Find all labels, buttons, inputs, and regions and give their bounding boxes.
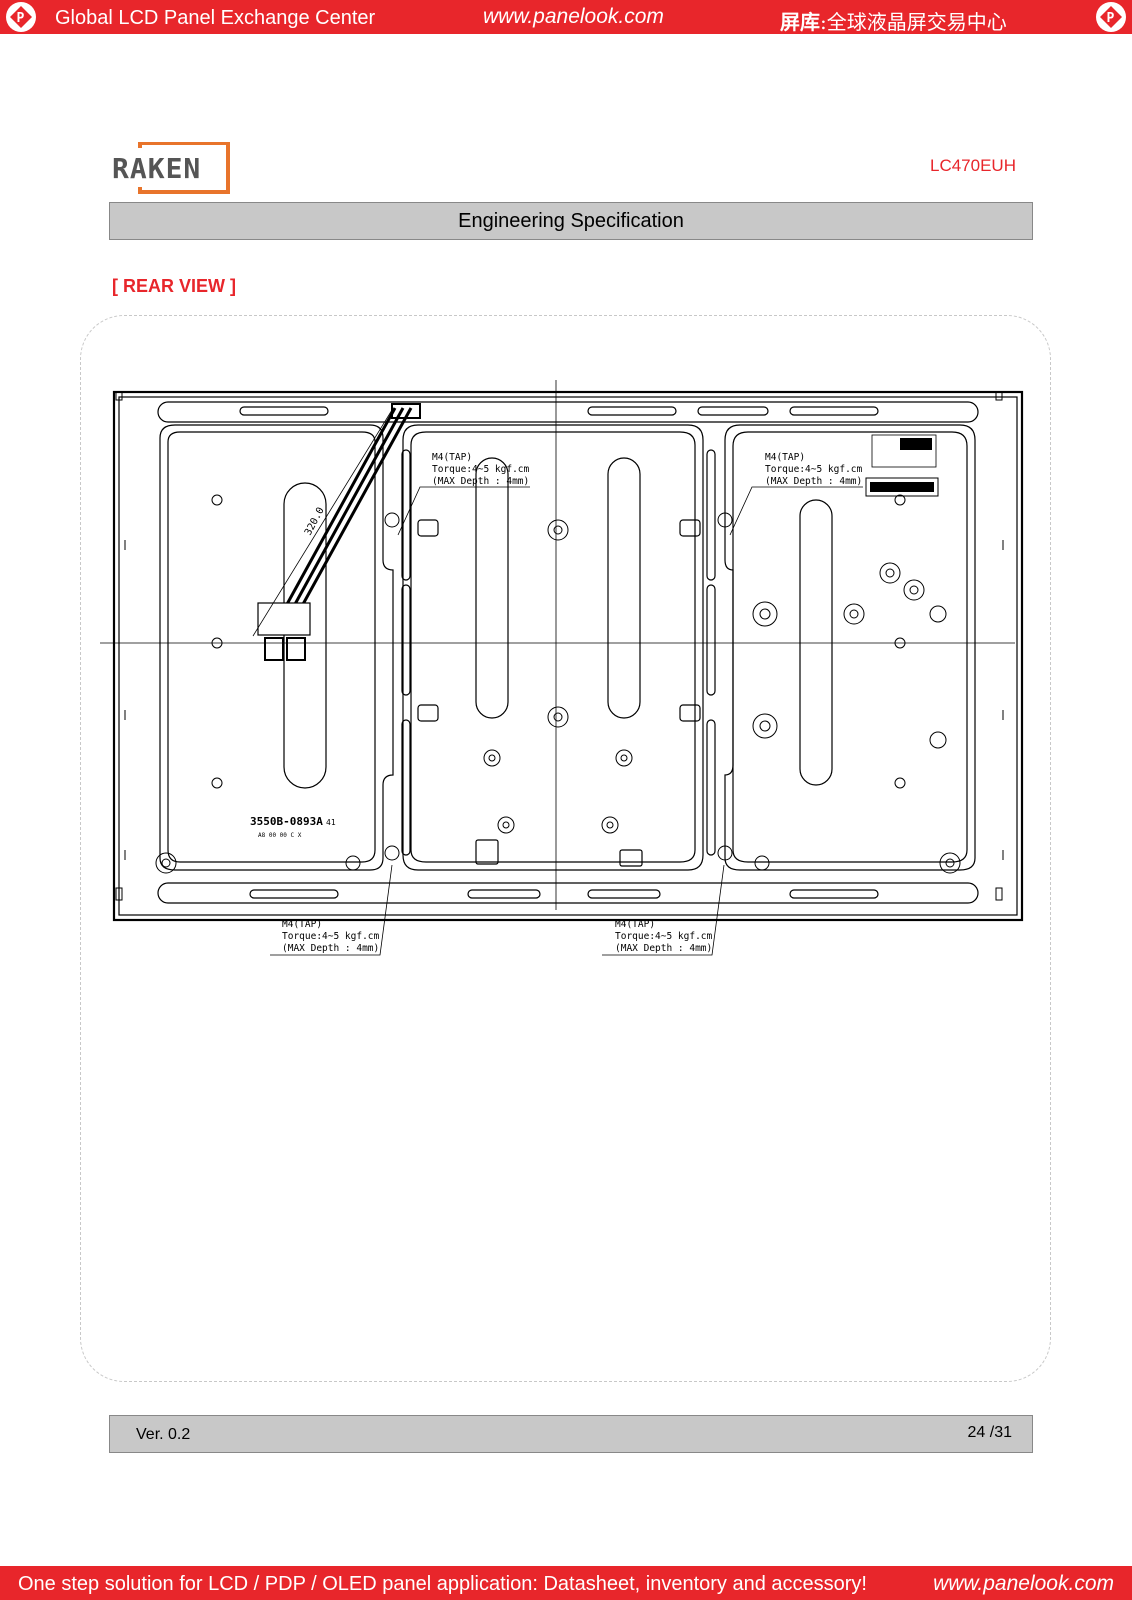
bottom-banner-url-link[interactable]: www.panelook.com [933, 1572, 1114, 1595]
callout-text: Torque:4~5 kgf.cm [432, 464, 530, 475]
callout-text: (MAX Depth : 4mm) [615, 943, 712, 954]
banner-left-text: Global LCD Panel Exchange Center [55, 7, 376, 29]
svg-text:P: P [17, 11, 25, 26]
banner-url-link[interactable]: www.panelook.com [483, 5, 664, 28]
version-label: Ver. 0.2 [136, 1426, 191, 1443]
callout-text: M4(TAP) [615, 919, 655, 930]
model-number: LC470EUH [930, 156, 1016, 175]
top-banner: P Global LCD Panel Exchange Center www.p… [0, 0, 1132, 34]
callout-bottom-left: M4(TAP) Torque:4~5 kgf.cm (MAX Depth : 4… [282, 919, 380, 954]
panelook-p-icon[interactable]: P [1096, 2, 1126, 32]
section-title: [ REAR VIEW ] [112, 276, 236, 296]
callout-text: Torque:4~5 kgf.cm [615, 931, 713, 942]
callout-text: (MAX Depth : 4mm) [765, 476, 862, 487]
part-number: 3550B-0893A [250, 815, 323, 828]
panelook-p-icon[interactable]: P [6, 2, 36, 32]
raken-logo: RAKEN [112, 141, 232, 194]
banner-brand: 屏库 [780, 12, 820, 34]
banner-right-subtext: :全球液晶屏交易中心 [820, 10, 1007, 34]
page-number: 24 /31 [967, 1424, 1012, 1441]
callout-bottom-right: M4(TAP) Torque:4~5 kgf.cm (MAX Depth : 4… [615, 919, 713, 954]
bottom-banner-text: One step solution for LCD / PDP / OLED p… [18, 1573, 867, 1595]
bottom-banner: One step solution for LCD / PDP / OLED p… [0, 1566, 1132, 1600]
page-header: Engineering Specification [109, 202, 1033, 240]
callout-text: Torque:4~5 kgf.cm [765, 464, 863, 475]
callout-text: Torque:4~5 kgf.cm [282, 931, 380, 942]
callout-top-right: M4(TAP) Torque:4~5 kgf.cm (MAX Depth : 4… [765, 452, 863, 487]
drawing-frame [80, 315, 1051, 1382]
callout-text: (MAX Depth : 4mm) [432, 476, 529, 487]
part-code-small: A8 00 00 C X [258, 832, 302, 839]
callout-text: M4(TAP) [432, 452, 472, 463]
banner-right-text: 屏库:全球液晶屏交易中心 [780, 6, 1007, 35]
logo-text: RAKEN [112, 152, 201, 185]
header-title: Engineering Specification [458, 209, 684, 232]
callout-text: M4(TAP) [282, 919, 322, 930]
svg-text:P: P [1107, 11, 1115, 26]
callout-text: (MAX Depth : 4mm) [282, 943, 379, 954]
page-footer: Ver. 0.2 24 /31 [109, 1415, 1033, 1453]
part-number-suffix: 41 [326, 818, 336, 827]
callout-text: M4(TAP) [765, 452, 805, 463]
rear-view-drawing: 320.0 3550B-0893A 41 A8 00 00 C X M4(TAP… [100, 380, 1040, 990]
callout-top-left: M4(TAP) Torque:4~5 kgf.cm (MAX Depth : 4… [432, 452, 530, 487]
